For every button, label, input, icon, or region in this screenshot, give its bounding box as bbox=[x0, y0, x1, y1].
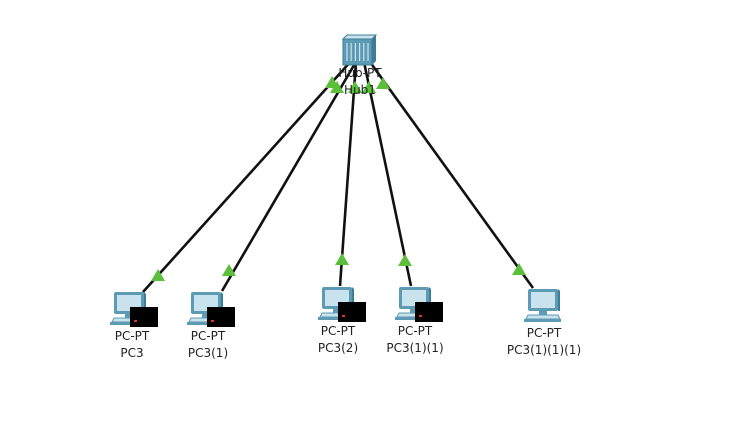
link-light-icon bbox=[222, 264, 236, 276]
hub-icon[interactable] bbox=[341, 34, 378, 66]
pc-type-label: PC-PT bbox=[190, 329, 226, 343]
pc-name-label: PC3 bbox=[120, 346, 144, 360]
links-layer bbox=[142, 59, 535, 293]
pc-name-label: PC3(1)(1) bbox=[386, 341, 444, 355]
pc-type-label: PC-PT bbox=[320, 324, 356, 338]
redaction-box bbox=[207, 307, 235, 327]
pc-type-label: PC-PT bbox=[114, 329, 150, 343]
pc-type-label: PC-PT bbox=[526, 326, 562, 340]
network-link[interactable] bbox=[338, 61, 358, 287]
devices-layer bbox=[110, 34, 561, 327]
link-lights-layer bbox=[151, 76, 526, 281]
pc-name-label: PC3(1) bbox=[187, 346, 229, 360]
pc-icon[interactable] bbox=[524, 289, 561, 322]
link-light-icon bbox=[512, 263, 526, 275]
network-link[interactable] bbox=[362, 61, 413, 287]
network-link[interactable] bbox=[220, 59, 359, 292]
link-light-icon bbox=[398, 254, 412, 266]
link-light-icon bbox=[335, 253, 349, 265]
hub-type-label: Hub-PT bbox=[338, 66, 382, 80]
redaction-box bbox=[130, 307, 158, 327]
pc-name-label: PC3(2) bbox=[317, 341, 359, 355]
link-light-icon bbox=[330, 81, 344, 93]
link-light-icon bbox=[362, 81, 376, 93]
pc-type-label: PC-PT bbox=[397, 324, 433, 338]
link-light-icon bbox=[348, 81, 362, 93]
network-link[interactable] bbox=[142, 59, 353, 293]
redaction-box bbox=[338, 302, 366, 322]
link-light-icon bbox=[151, 269, 165, 281]
link-light-icon bbox=[376, 77, 390, 89]
hub-name-label: Hub1 bbox=[344, 83, 376, 97]
redaction-box bbox=[415, 302, 443, 322]
network-link[interactable] bbox=[368, 61, 535, 289]
pc-name-label: PC3(1)(1)(1) bbox=[506, 343, 582, 357]
